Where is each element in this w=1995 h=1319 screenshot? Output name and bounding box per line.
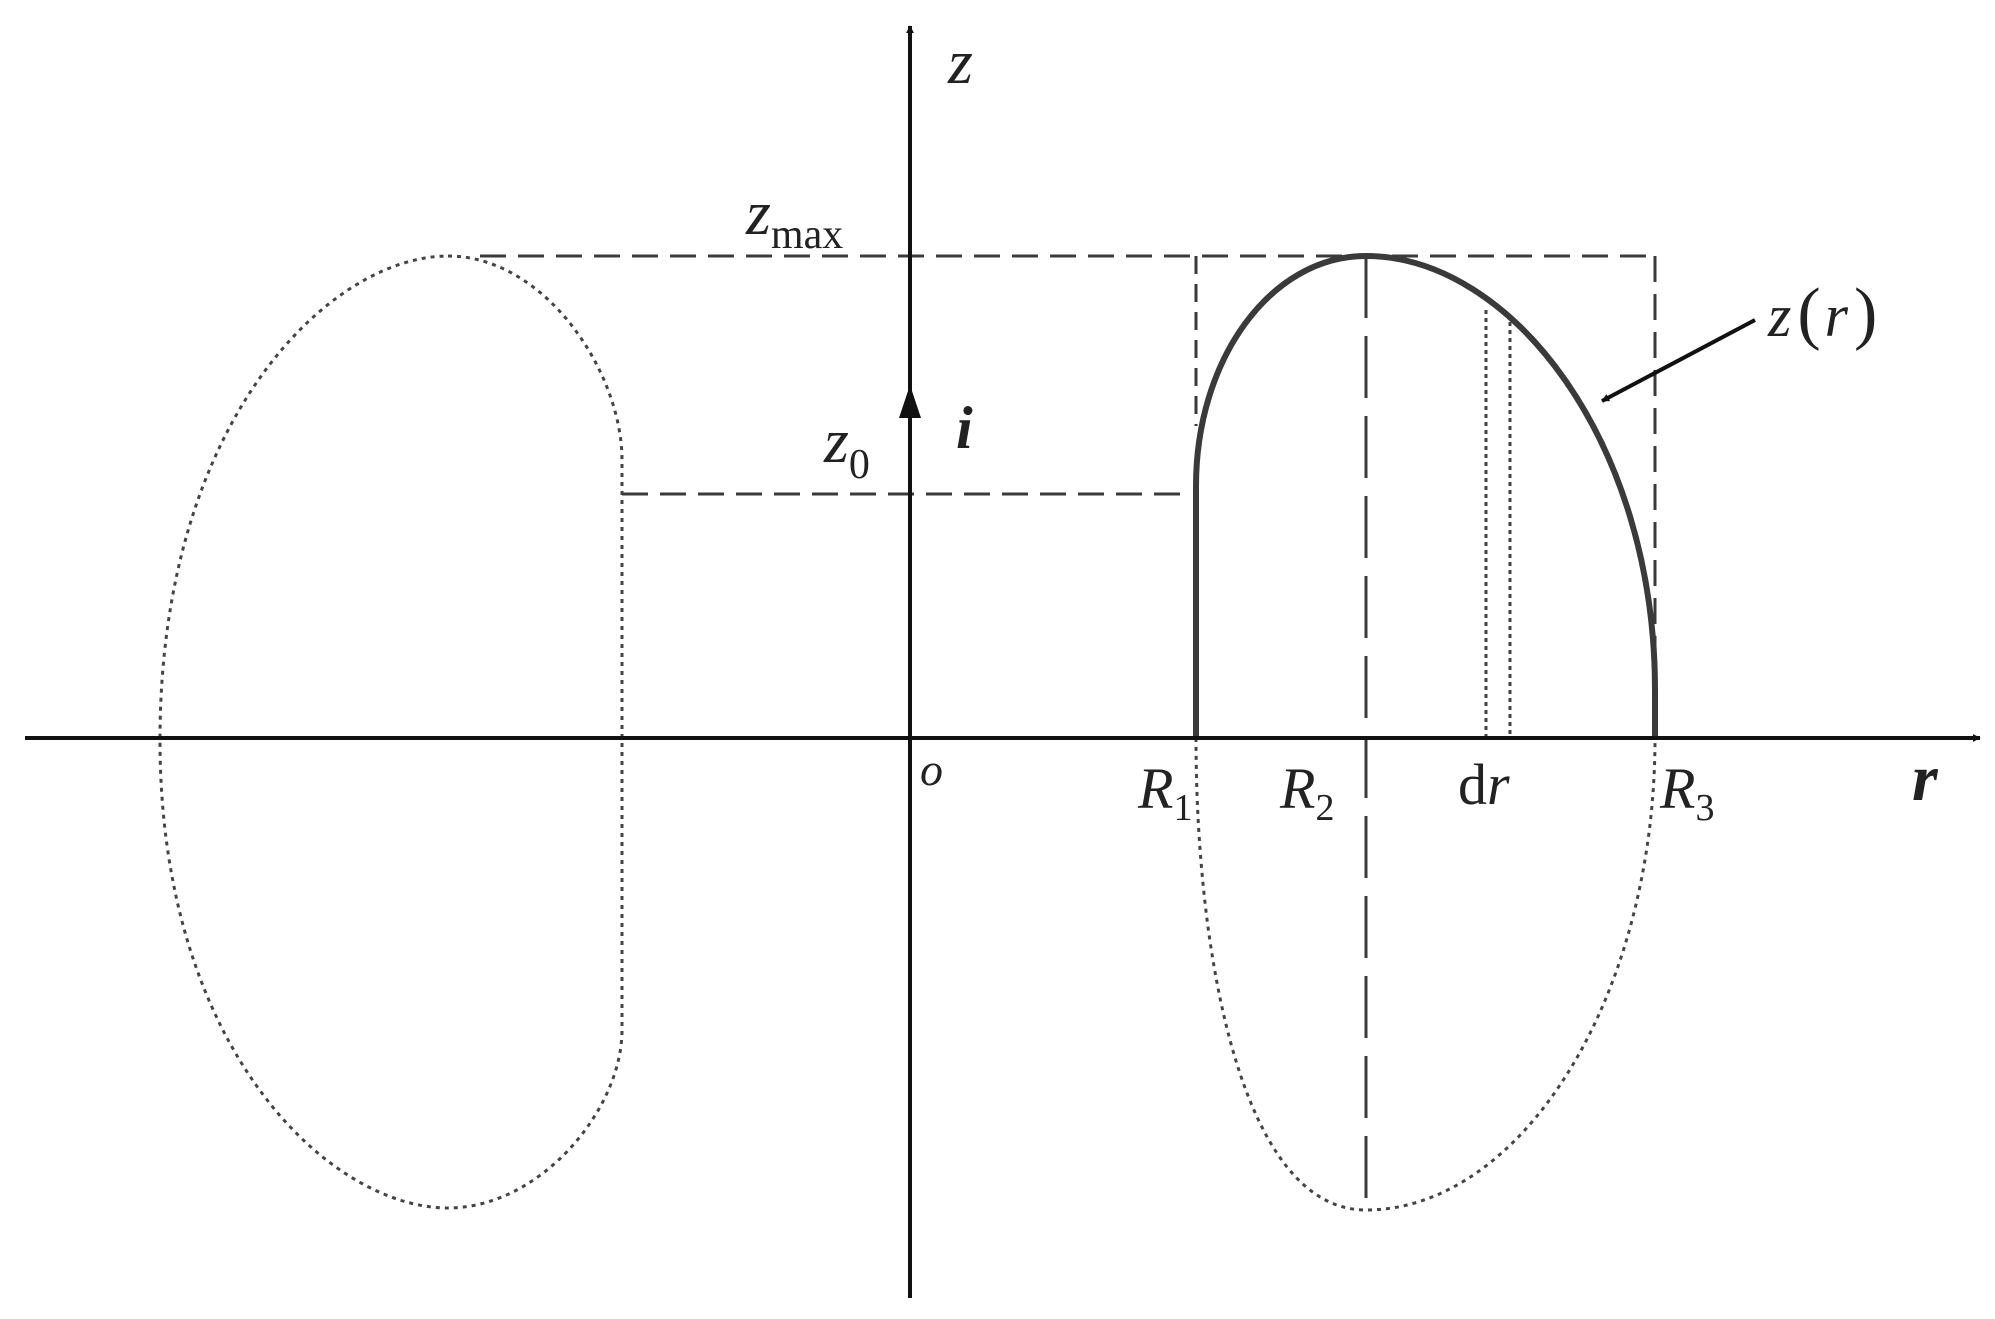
z0-label: z0 xyxy=(823,405,870,488)
right-cross-section-lower-outline xyxy=(1194,737,1657,1212)
R2-label: R2 xyxy=(1279,756,1334,829)
curve-label: z(r) xyxy=(1767,275,1877,352)
curve-pointer-arrow xyxy=(1601,318,1756,403)
current-label: i xyxy=(956,395,973,461)
R3-label: R3 xyxy=(1659,756,1714,829)
R1-label: R1 xyxy=(1137,756,1192,829)
zmax-label: zmax xyxy=(745,177,843,258)
dr-label: dr xyxy=(1458,752,1510,817)
profile-curve-z-of-r xyxy=(1193,252,1658,738)
origin-label: o xyxy=(920,744,943,795)
current-arrow-icon xyxy=(899,385,921,418)
r-axis-label: r xyxy=(1912,742,1939,815)
left-cross-section-outline xyxy=(158,254,624,1210)
z-axis-label: z xyxy=(947,26,973,97)
